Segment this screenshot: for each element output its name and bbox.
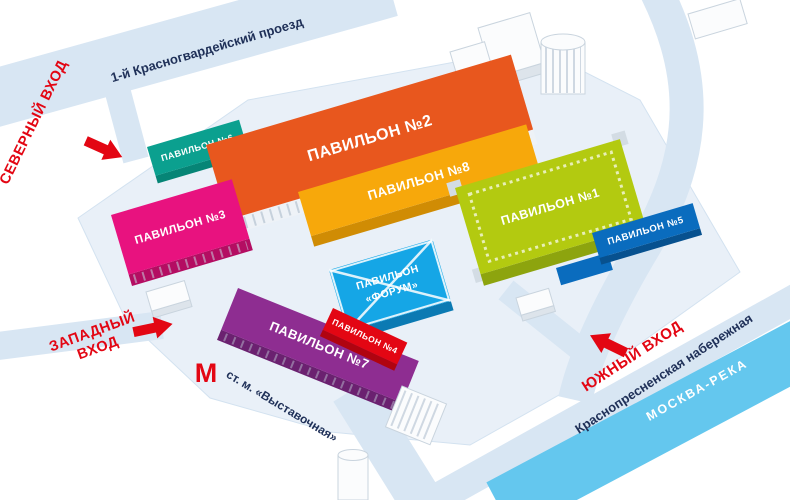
bottom-tank bbox=[337, 449, 369, 500]
pavilion-1-roof-rim bbox=[467, 150, 633, 264]
pavilion-3-colonnade bbox=[132, 241, 249, 284]
pavilion-1-roof bbox=[455, 139, 646, 275]
pavilion-5-annex bbox=[556, 252, 613, 286]
pavilion-7-arches bbox=[223, 333, 397, 410]
bottom-tank-top bbox=[337, 449, 369, 461]
gas-tank-top bbox=[540, 33, 586, 51]
west-entrance-kiosk bbox=[145, 280, 193, 319]
road-krasnogvardeisky bbox=[0, 0, 398, 127]
pavilion-7-side bbox=[217, 329, 402, 413]
road-north-entrance bbox=[99, 66, 149, 164]
service-building-corner-roof bbox=[687, 0, 748, 40]
south-entrance-kiosk bbox=[515, 287, 557, 322]
pavilion-7-roof bbox=[221, 288, 419, 403]
pavilion-4-side bbox=[319, 329, 398, 371]
west-entrance-kiosk-roof bbox=[145, 280, 191, 312]
moskva-river bbox=[486, 321, 790, 500]
pavilion-5-side bbox=[599, 228, 703, 265]
pavilion-forum-truss bbox=[346, 238, 434, 333]
pavilion-forum[interactable]: ПАВИЛЬОН «ФОРУМ» bbox=[328, 238, 454, 341]
metro-icon: М bbox=[195, 358, 218, 388]
south-entrance-arrow bbox=[590, 333, 629, 358]
pavilion-5[interactable]: ПАВИЛЬОН №5 bbox=[592, 203, 703, 265]
pavilion-forum-frame bbox=[329, 239, 451, 331]
pavilion-7-annex bbox=[384, 385, 448, 446]
road-bottom-center bbox=[333, 378, 447, 500]
gas-tank bbox=[540, 33, 586, 95]
road-embankment bbox=[417, 284, 790, 500]
pavilion-1[interactable]: ПАВИЛЬОН №1 bbox=[446, 130, 655, 287]
pavilion-3-roof bbox=[111, 179, 250, 275]
bottom-tank-body bbox=[337, 454, 369, 500]
south-entrance-kiosk-roof bbox=[515, 287, 555, 316]
pavilion-3-side bbox=[128, 238, 253, 286]
pavilion-5-roof bbox=[592, 203, 701, 258]
pavilion-5-annex-roof bbox=[556, 252, 613, 286]
pavilion-2-roof bbox=[205, 54, 534, 220]
north-entrance-arrow bbox=[83, 136, 123, 160]
pavilion-3[interactable]: ПАВИЛЬОН №3 bbox=[111, 179, 253, 286]
pavilion-4-roof bbox=[322, 308, 408, 365]
west-entrance-arrow bbox=[132, 316, 173, 339]
pavilion-6-roof bbox=[147, 119, 248, 176]
pavilion-8-roof bbox=[298, 124, 540, 237]
service-building-corner bbox=[687, 0, 748, 40]
